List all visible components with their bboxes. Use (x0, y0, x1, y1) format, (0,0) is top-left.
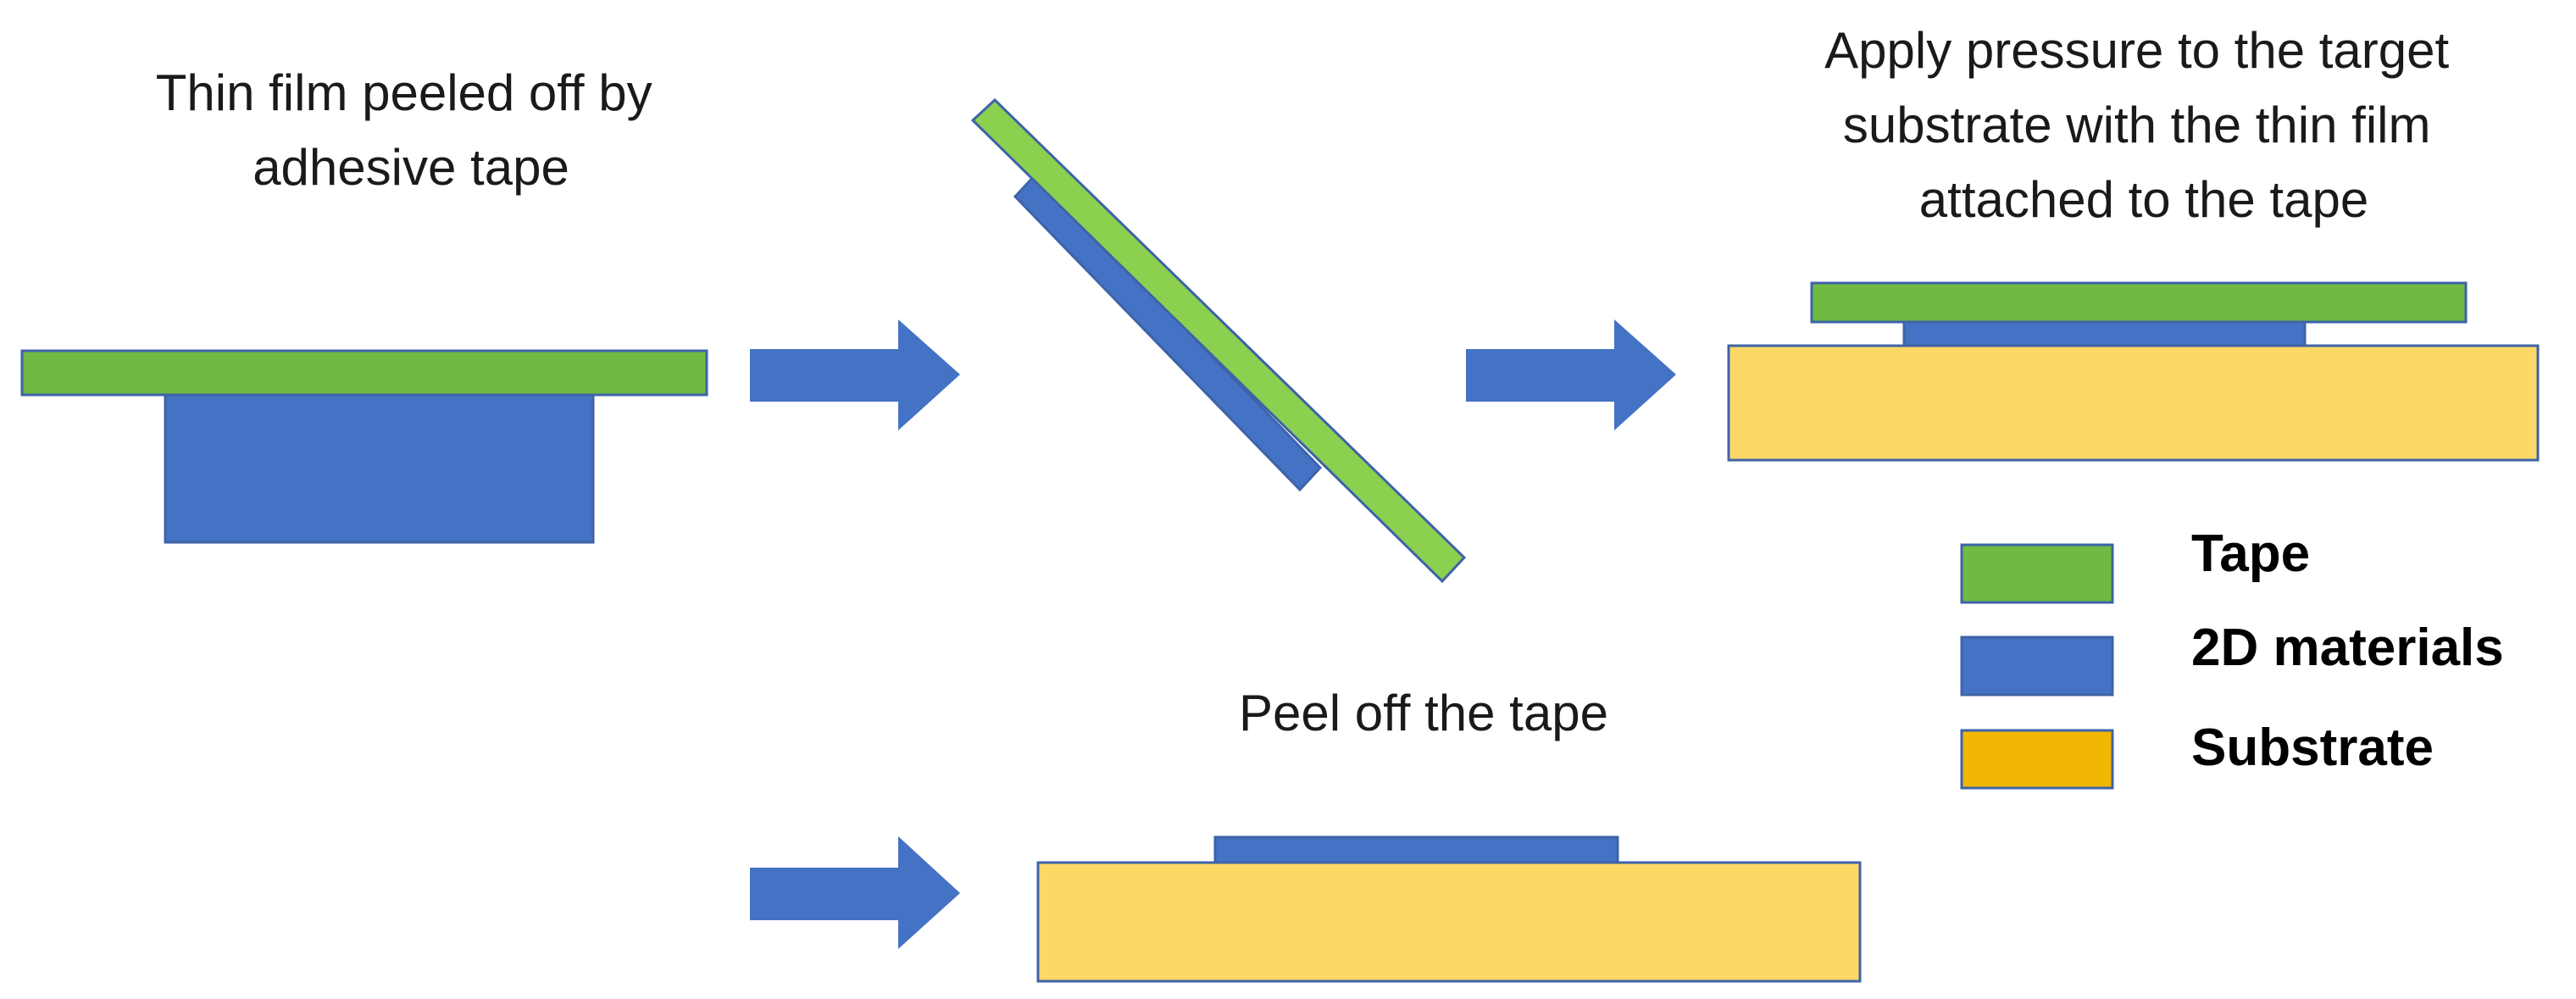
step4-caption-line1: Peel off the tape (1239, 685, 1608, 741)
step4-substrate (1036, 861, 1862, 983)
step2-tilted-tape (970, 97, 1467, 584)
step3-caption: Apply pressure to the target substrate w… (1824, 22, 2463, 228)
arrow-2 (1466, 319, 1676, 430)
step1-caption: Thin film peeled off by adhesive tape (156, 64, 667, 196)
arrow-1 (750, 319, 960, 430)
step1-caption-line2: adhesive tape (253, 139, 569, 196)
step2-material-film (1013, 172, 1323, 492)
step3-tape (1810, 281, 2468, 324)
step3-caption-line1: Apply pressure to the target (1824, 22, 2449, 79)
step3-substrate (1727, 344, 2540, 462)
legend-label-2d-materials: 2D materials (2191, 619, 2504, 677)
arrow-3 (750, 836, 960, 949)
legend-label-tape: Tape (2191, 524, 2310, 583)
step1-caption-line1: Thin film peeled off by (156, 64, 652, 121)
step4-caption: Peel off the tape (1239, 685, 1608, 741)
step3-tape-on-substrate (1727, 281, 2540, 462)
step4-film-on-substrate (1036, 835, 1862, 983)
step1-material-flake (164, 392, 595, 544)
step1-tape (20, 349, 708, 397)
legend-swatch-substrate (1960, 729, 2114, 790)
legend-label-substrate: Substrate (2191, 719, 2434, 777)
step3-caption-line2: substrate with the thin film (1843, 97, 2431, 153)
step3-caption-line3: attached to the tape (1919, 171, 2368, 228)
legend: Tape 2D materials Substrate (1960, 524, 2504, 790)
legend-swatch-tape (1960, 543, 2114, 604)
step1-tape-with-material (20, 349, 708, 544)
step2-tape (970, 97, 1467, 584)
step4-material-film (1213, 835, 1619, 864)
legend-swatch-2d-materials (1960, 635, 2114, 697)
step3-material-film (1902, 320, 2307, 347)
